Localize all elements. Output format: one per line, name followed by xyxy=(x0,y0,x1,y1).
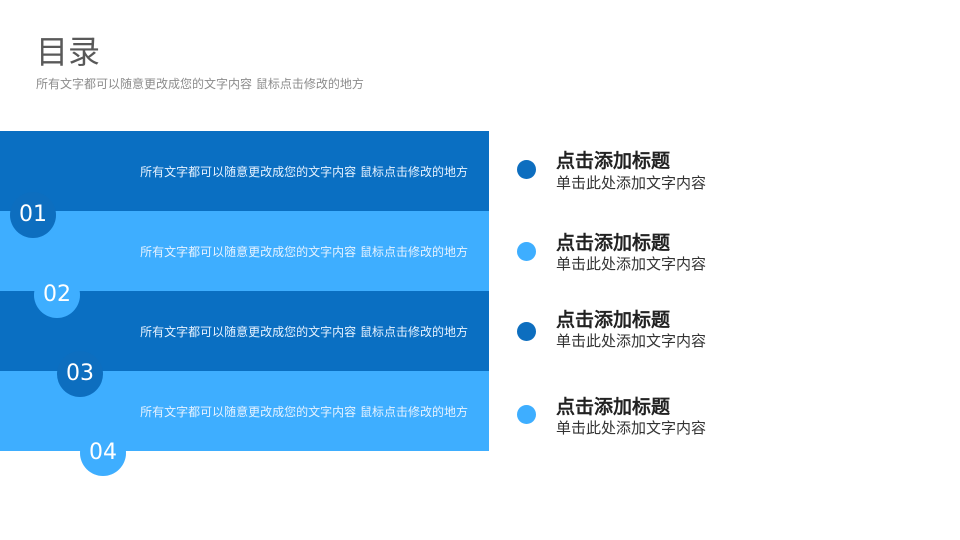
section-band-1[interactable]: 所有文字都可以随意更改成您的文字内容 鼠标点击修改的地方 xyxy=(0,131,489,211)
item-desc-2[interactable]: 单击此处添加文字内容 xyxy=(556,255,707,273)
section-number-1: 01 xyxy=(10,192,56,238)
section-band-text: 所有文字都可以随意更改成您的文字内容 鼠标点击修改的地方 xyxy=(140,164,468,179)
item-desc-1[interactable]: 单击此处添加文字内容 xyxy=(556,174,707,192)
section-number-3: 03 xyxy=(57,351,103,397)
item-title-4[interactable]: 点击添加标题 xyxy=(556,396,671,418)
section-number-2: 02 xyxy=(34,272,80,318)
item-desc-4[interactable]: 单击此处添加文字内容 xyxy=(556,419,707,437)
bullet-dot-icon xyxy=(517,322,536,341)
page-subtitle: 所有文字都可以随意更改成您的文字内容 鼠标点击修改的地方 xyxy=(36,77,364,91)
section-band-text: 所有文字都可以随意更改成您的文字内容 鼠标点击修改的地方 xyxy=(140,404,468,419)
item-title-1[interactable]: 点击添加标题 xyxy=(556,150,671,172)
item-title-2[interactable]: 点击添加标题 xyxy=(556,232,671,254)
bullet-dot-icon xyxy=(517,160,536,179)
bullet-dot-icon xyxy=(517,242,536,261)
item-title-3[interactable]: 点击添加标题 xyxy=(556,309,671,331)
section-band-4[interactable]: 所有文字都可以随意更改成您的文字内容 鼠标点击修改的地方 xyxy=(0,371,489,451)
section-number-4: 04 xyxy=(80,430,126,476)
page-title: 目录 xyxy=(36,33,101,71)
section-band-text: 所有文字都可以随意更改成您的文字内容 鼠标点击修改的地方 xyxy=(140,244,468,259)
section-band-2[interactable]: 所有文字都可以随意更改成您的文字内容 鼠标点击修改的地方 xyxy=(0,211,489,291)
bullet-dot-icon xyxy=(517,405,536,424)
item-desc-3[interactable]: 单击此处添加文字内容 xyxy=(556,332,707,350)
section-band-text: 所有文字都可以随意更改成您的文字内容 鼠标点击修改的地方 xyxy=(140,324,468,339)
